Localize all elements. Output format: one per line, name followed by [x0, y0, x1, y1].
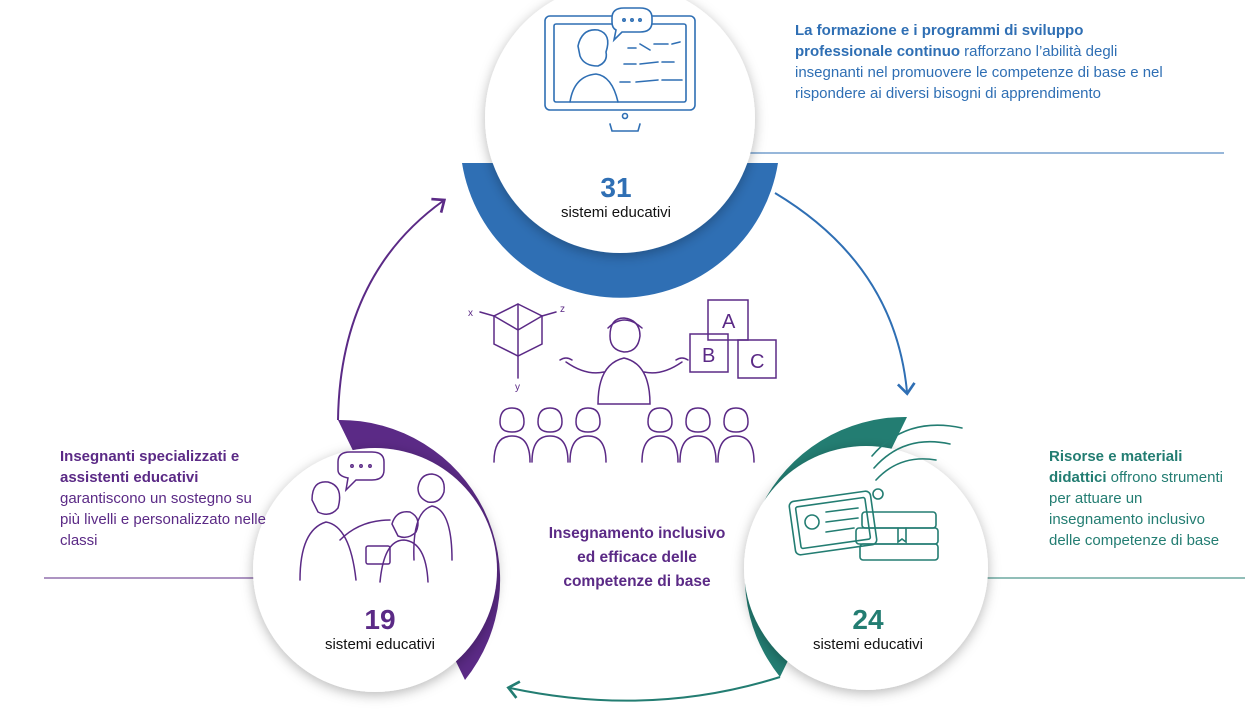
block-letter-a: A [722, 311, 736, 333]
node-top [462, 0, 778, 298]
node-left-count: 19 sistemi educativi [290, 605, 470, 654]
cube-axis-x: x [468, 308, 473, 319]
node-top-count-number: 31 [600, 172, 632, 203]
node-top-heading: La formazione e i programmi di sviluppo … [795, 22, 1084, 60]
tablet-and-books-icon [788, 424, 963, 561]
node-right-description: Risorse e materiali didattici offrono st… [1049, 446, 1239, 551]
node-left-heading: Insegnanti specializzati e assistenti ed… [60, 448, 240, 486]
arrow-right-to-left [506, 676, 781, 702]
cube-axis-y: y [515, 382, 520, 393]
node-right-count-label: sistemi educativi [812, 636, 924, 653]
node-right-count-number: 24 [852, 604, 884, 635]
teacher-classroom-icon: x z y A B C [468, 299, 777, 463]
node-top-count-label: sistemi educativi [560, 204, 672, 221]
block-letter-c: C [750, 351, 764, 373]
assistants-and-students-icon [299, 451, 453, 583]
node-left-text: garantiscono un sostegno su più livelli … [60, 490, 266, 549]
center-label: Insegnamento inclusivo ed efficace delle… [548, 525, 726, 590]
node-left-count-number: 19 [364, 604, 396, 635]
block-letter-b: B [702, 345, 715, 367]
arrow-top-to-right [774, 192, 916, 396]
teacher-figure-icon [559, 317, 689, 405]
node-top-text: rafforzano l’abilità degli insegnanti ne… [795, 43, 1163, 102]
arrow-left-to-top [337, 197, 447, 421]
node-left-description: Insegnanti specializzati e assistenti ed… [60, 446, 270, 551]
node-right-heading: Risorse e materiali didattici [1049, 448, 1183, 486]
students-row-icon [493, 407, 755, 463]
node-top-description: La formazione e i programmi di sviluppo … [795, 20, 1175, 104]
node-right [744, 416, 988, 690]
abc-blocks-icon: A B C [689, 299, 777, 379]
node-right-text: offrono strumenti per attuare un insegna… [1049, 469, 1223, 549]
node-left-count-label: sistemi educativi [324, 636, 436, 653]
node-right-count: 24 sistemi educativi [778, 605, 958, 654]
node-top-count: 31 sistemi educativi [526, 173, 706, 222]
computer-monitor-teacher-icon [544, 7, 696, 132]
cube-axes-icon: x z y [468, 303, 565, 393]
cube-axis-z: z [560, 304, 565, 315]
node-left [253, 419, 501, 692]
